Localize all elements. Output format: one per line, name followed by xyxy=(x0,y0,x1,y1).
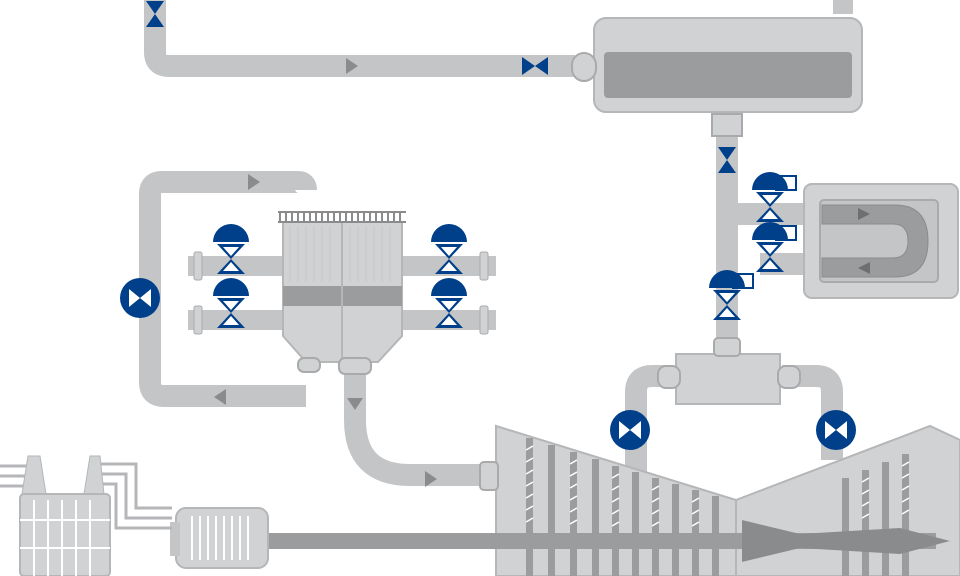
turbine-rotor-cone xyxy=(742,520,800,562)
flow-arrow xyxy=(858,208,870,220)
header-flange-right xyxy=(777,365,801,389)
drum-inlet-flange xyxy=(571,52,597,82)
vessel-top-grille xyxy=(278,211,406,223)
drum-internal xyxy=(604,52,852,98)
transformer-body xyxy=(19,493,111,576)
flow-arrow xyxy=(425,471,437,487)
recirculation-loop-valve[interactable] xyxy=(120,278,160,318)
exchanger-return-valve[interactable] xyxy=(752,222,797,272)
turbine-right-inlet-valve[interactable] xyxy=(816,410,856,450)
transformer-bushing xyxy=(83,455,105,495)
steam-header xyxy=(657,337,801,405)
separator-vessel xyxy=(278,211,406,375)
vessel-outlet-flange xyxy=(338,357,372,375)
turbine-blade-hatching xyxy=(525,445,910,527)
pipe-flange xyxy=(479,251,489,281)
header-control-valve[interactable] xyxy=(709,270,754,320)
turbine-left-inlet-pipe xyxy=(625,365,668,480)
transformer-bushing xyxy=(21,455,47,495)
vessel-return-flange xyxy=(297,357,321,373)
valves[interactable] xyxy=(120,1,856,450)
flow-arrow xyxy=(858,262,870,274)
turbine-right-inlet-pipe xyxy=(782,365,843,460)
drum-outlet-flange xyxy=(711,113,743,137)
feed-pipe xyxy=(144,0,575,77)
flow-arrow xyxy=(346,58,358,74)
turbine xyxy=(479,424,960,576)
vessel-top-shading xyxy=(289,226,391,282)
flow-arrow xyxy=(347,398,363,410)
separator-outlet-pipe xyxy=(344,370,488,486)
header-flange-left xyxy=(657,365,681,389)
generator xyxy=(170,507,498,569)
turbine-rotor-cone xyxy=(800,528,950,554)
flow-arrow xyxy=(214,389,226,405)
exchanger-control-valve[interactable] xyxy=(752,172,797,222)
exchanger-u-tube xyxy=(821,204,929,278)
generator-body xyxy=(175,507,269,569)
recirculation-loop-pipe xyxy=(139,171,317,407)
pipe-flange xyxy=(193,305,203,335)
pipe-flange xyxy=(479,305,489,335)
turbine-inlet-flange xyxy=(479,461,499,491)
header-inlet-flange xyxy=(713,337,741,357)
generator-shaft xyxy=(268,533,498,549)
turbine-left-inlet-valve[interactable] xyxy=(610,410,650,450)
flow-arrow xyxy=(248,174,260,190)
pipe-flange xyxy=(193,251,203,281)
header-body xyxy=(675,353,781,405)
generator-end xyxy=(170,522,180,556)
heat-exchanger xyxy=(803,183,959,299)
steam-drum xyxy=(571,17,863,137)
transformer xyxy=(19,455,111,576)
